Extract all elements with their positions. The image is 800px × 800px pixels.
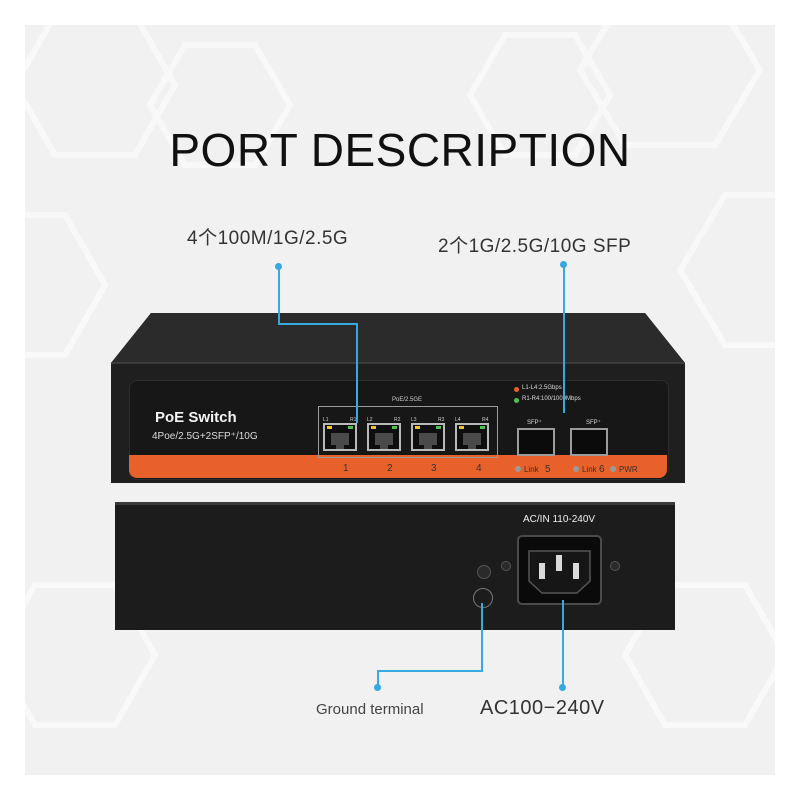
led-label-l3: L3 xyxy=(411,417,417,423)
page-title: PORT DESCRIPTION xyxy=(169,124,631,176)
sfp-5-number: 5 xyxy=(545,464,551,475)
ground-screw xyxy=(477,565,491,579)
ethernet-ports-callout: 4个100M/1G/2.5G xyxy=(187,228,349,249)
ground-symbol-icon xyxy=(473,588,493,608)
sfp-6-link-label: Link xyxy=(582,465,597,474)
led-label-l1: L1 xyxy=(323,417,329,423)
iec-c14-icon xyxy=(528,550,591,594)
ground-lead-dot xyxy=(374,684,381,691)
rj45-port-2[interactable] xyxy=(367,423,401,451)
sfp-6-link-led xyxy=(573,466,579,472)
led-label-r2: R2 xyxy=(394,417,401,423)
sfp-port-6[interactable] xyxy=(570,428,608,456)
port-number-4: 4 xyxy=(476,463,482,474)
pwr-label: PWR xyxy=(619,465,638,474)
sfp-6-number: 6 xyxy=(599,464,605,475)
port-number-2: 2 xyxy=(387,463,393,474)
led-label-l2: L2 xyxy=(367,417,373,423)
sfp-5-link-label: Link xyxy=(524,465,539,474)
ethernet-lead-dot xyxy=(275,263,282,270)
ethernet-lead-line-h xyxy=(278,323,358,325)
iec-left-screw xyxy=(501,561,511,571)
ground-terminal-label: Ground terminal xyxy=(316,701,424,718)
ground-lead-line-v xyxy=(377,670,379,687)
model-label: 4Poe/2.5G+2SFP⁺/10G xyxy=(152,431,258,442)
rj45-port-4[interactable] xyxy=(455,423,489,451)
sfp-6-label: SFP⁺ xyxy=(586,420,601,426)
led-label-r4: R4 xyxy=(482,417,489,423)
power-input-label: AC100−240V xyxy=(480,697,605,719)
legend-dot-green xyxy=(514,398,519,403)
power-lead-line xyxy=(562,600,564,686)
port-number-1: 1 xyxy=(343,463,349,474)
product-image: PORT DESCRIPTION 4个100M/1G/2.5G 2个1G/2.5… xyxy=(25,25,775,775)
power-inlet[interactable] xyxy=(517,535,602,605)
sfp-5-label: SFP⁺ xyxy=(527,420,542,426)
led-label-r1: R1 xyxy=(350,417,357,423)
rj45-port-group xyxy=(318,406,498,458)
sfp-lead-line xyxy=(563,265,565,413)
port-group-label: PoE/2.5GE xyxy=(390,397,425,403)
sfp-lead-dot xyxy=(560,261,567,268)
legend-1g: R1-R4:100/1000Mbps xyxy=(522,396,581,402)
port-number-3: 3 xyxy=(431,463,437,474)
ac-input-label: AC/IN 110-240V xyxy=(523,514,596,525)
accent-strip xyxy=(129,455,667,478)
ground-lead-line xyxy=(481,603,483,671)
rj45-port-1[interactable] xyxy=(323,423,357,451)
sfp-port-5[interactable] xyxy=(517,428,555,456)
sfp-5-link-led xyxy=(515,466,521,472)
legend-dot-orange xyxy=(514,387,519,392)
ethernet-lead-line-v xyxy=(356,323,358,423)
ground-lead-line-h xyxy=(377,670,483,672)
legend-2.5g: L1-L4:2.5Gbps xyxy=(522,385,562,391)
power-lead-dot xyxy=(559,684,566,691)
sfp-ports-callout: 2个1G/2.5G/10G SFP xyxy=(438,236,632,257)
pwr-led xyxy=(610,466,616,472)
ethernet-lead-line xyxy=(278,267,280,324)
led-label-l4: L4 xyxy=(455,417,461,423)
rj45-port-3[interactable] xyxy=(411,423,445,451)
brand-label: PoE Switch xyxy=(155,409,237,426)
iec-right-screw xyxy=(610,561,620,571)
led-label-r3: R3 xyxy=(438,417,445,423)
